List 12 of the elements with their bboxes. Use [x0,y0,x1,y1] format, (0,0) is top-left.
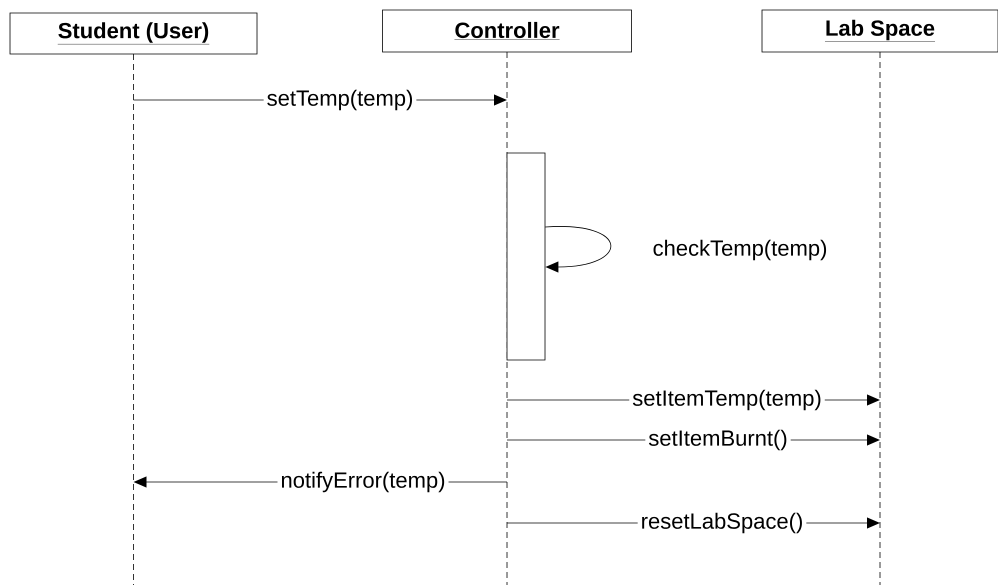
edge-label: setItemTemp(temp) [629,386,825,414]
edge-label: setTemp(temp) [264,86,416,114]
lifeline [133,54,134,585]
participant-box: Controller [382,10,632,52]
edge-label: resetLabSpace() [638,510,806,536]
self-message-arrow [545,226,612,273]
activation-bar [506,152,546,360]
edge-label: notifyError(temp) [278,468,449,496]
edge-label: checkTemp(temp) [650,236,830,264]
participant-box: Lab Space [762,10,998,52]
participant-box: Student (User) [10,12,258,54]
edge-label: setItemBurnt() [645,426,791,454]
